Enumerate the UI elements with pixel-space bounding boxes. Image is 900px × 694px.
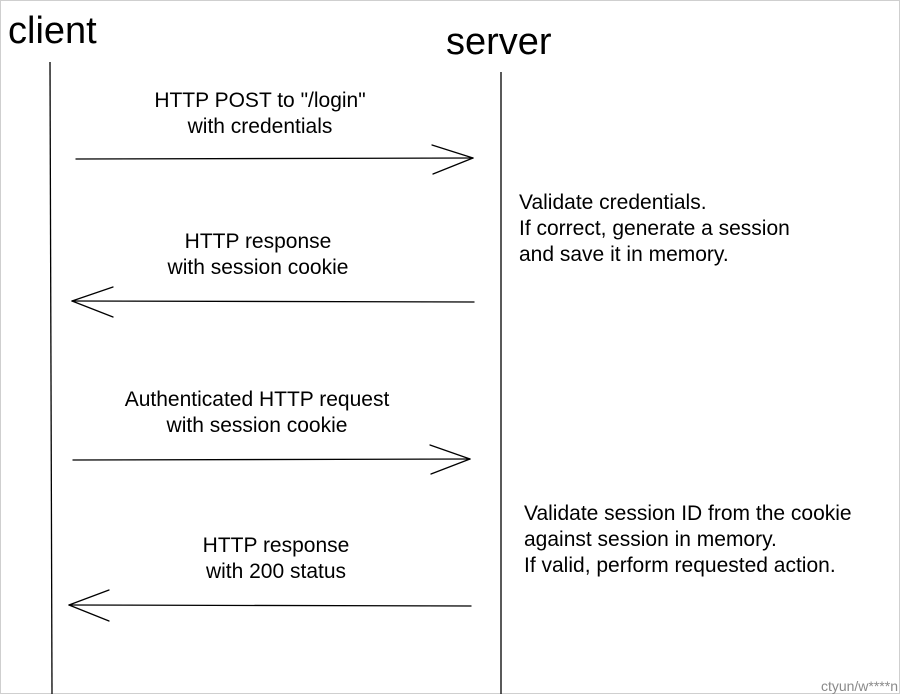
message-line: with session cookie: [166, 414, 348, 437]
note-line: and save it in memory.: [519, 243, 729, 266]
note-line: If correct, generate a session: [519, 217, 790, 240]
arrow-200-response: [68, 589, 472, 622]
note-line: against session in memory.: [524, 528, 777, 551]
note-line: Validate credentials.: [519, 191, 707, 214]
message-line: with credentials: [187, 115, 333, 138]
message-line: HTTP POST to "/login": [154, 89, 366, 112]
note-validate-session: Validate session ID from the cookie agai…: [524, 501, 852, 579]
message-authenticated-request: Authenticated HTTP request with session …: [97, 387, 417, 439]
arrow-login-request: [75, 144, 474, 175]
note-line: Validate session ID from the cookie: [524, 502, 852, 525]
message-line: HTTP response: [184, 230, 332, 253]
message-line: with 200 status: [205, 560, 347, 583]
message-session-response: HTTP response with session cookie: [118, 229, 398, 281]
watermark: ctyun/w****n: [820, 678, 898, 694]
message-line: Authenticated HTTP request: [124, 388, 390, 411]
note-validate-credentials: Validate credentials. If correct, genera…: [519, 190, 790, 268]
message-login-request: HTTP POST to "/login" with credentials: [120, 88, 400, 140]
arrow-session-response: [71, 286, 475, 318]
note-line: If valid, perform requested action.: [524, 554, 836, 577]
message-200-response: HTTP response with 200 status: [146, 533, 406, 585]
server-actor-label: server: [446, 21, 552, 63]
client-actor-label: client: [8, 10, 97, 52]
message-line: with session cookie: [167, 256, 349, 279]
client-lifeline: [49, 61, 53, 694]
message-line: HTTP response: [202, 534, 350, 557]
arrow-authenticated-request: [72, 444, 471, 475]
